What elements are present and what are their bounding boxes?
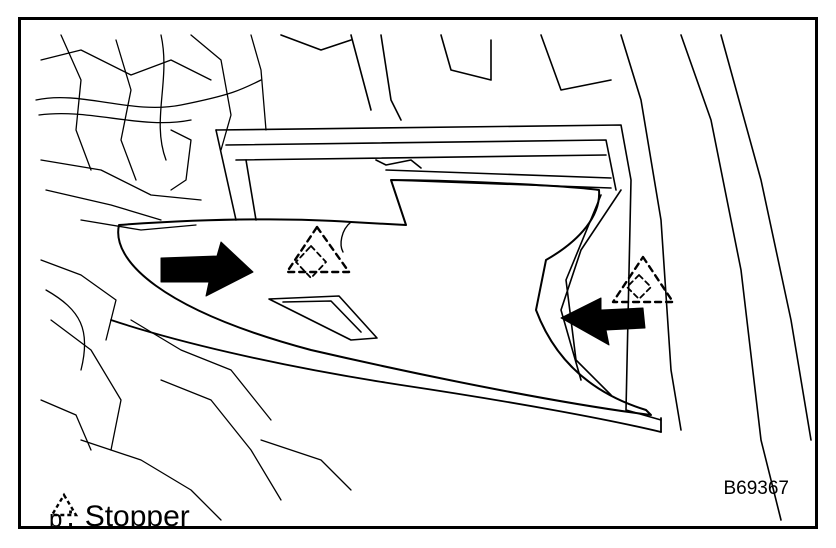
stopper-marker-left: [285, 225, 351, 279]
dashboard-structure: [280, 34, 812, 521]
glove-box-compartment: [215, 124, 662, 421]
legend-label: Stopper: [84, 500, 190, 529]
legend: p : Stopper: [49, 492, 190, 529]
figure-code: B69367: [723, 478, 789, 499]
door-bottom-edge: [110, 319, 662, 433]
diagram-frame: p : Stopper B69367: [18, 17, 818, 529]
legend-separator: :: [66, 500, 75, 529]
push-arrow-right: [560, 297, 646, 346]
door-handle: [268, 295, 378, 341]
stopper-marker-right: [611, 255, 675, 304]
push-arrow-left: [160, 241, 254, 297]
stopper-triangle-icon: [49, 492, 79, 517]
illustration: [35, 34, 812, 521]
glove-box-door: [117, 179, 652, 416]
